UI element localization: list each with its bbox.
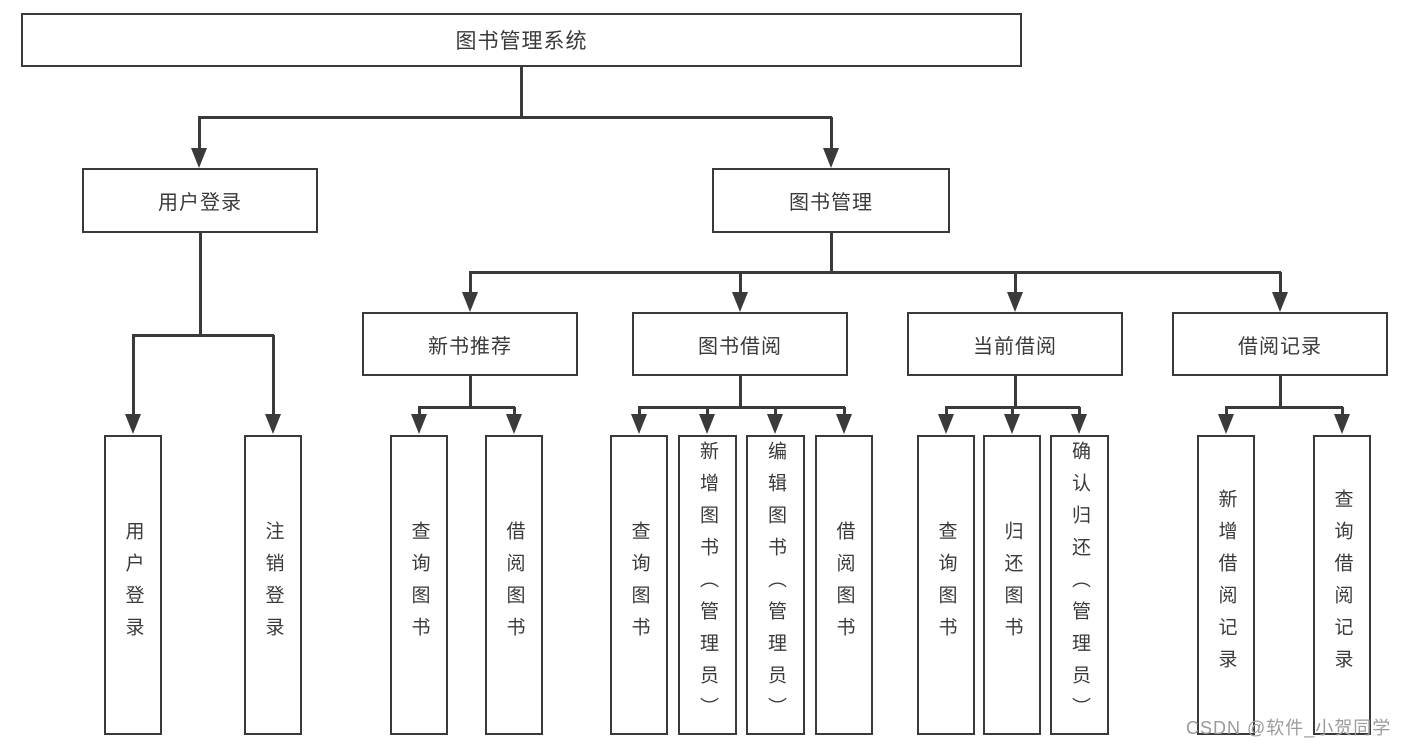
connector-root-rail <box>198 116 832 119</box>
arrow-down-query-borrow-record <box>1341 407 1344 414</box>
arrow-down-query-books-borrowing <box>638 407 641 414</box>
leaf-edit-books-admin-label: 编辑图书（管理员） <box>765 441 786 729</box>
node-book-borrowing-label: 图书借阅 <box>698 335 782 358</box>
leaf-edit-books-admin: 编辑图书（管理员） <box>746 435 805 735</box>
connector-user-login-rail <box>132 334 274 337</box>
arrow-down-edit-books-admin <box>774 407 777 414</box>
arrow-down-borrow-books-recommend <box>513 407 516 414</box>
leaf-add-books-admin: 新增图书（管理员） <box>678 435 737 735</box>
arrow-down-borrowing-records <box>1279 272 1282 292</box>
arrow-down-borrow-books <box>843 407 846 414</box>
leaf-add-borrow-record-label: 新增借阅记录 <box>1215 489 1237 681</box>
leaf-query-books-current: 查询图书 <box>917 435 975 735</box>
arrow-down-add-books-admin <box>706 407 709 414</box>
node-current-borrowing: 当前借阅 <box>907 312 1123 376</box>
leaf-add-borrow-record: 新增借阅记录 <box>1197 435 1255 735</box>
leaf-borrow-books: 借阅图书 <box>815 435 873 735</box>
connector-book-management-rail <box>469 271 1281 274</box>
csdn-watermark: CSDN @软件_小贺同学 <box>1186 718 1392 738</box>
arrow-down-add-borrow-record <box>1225 407 1228 414</box>
leaf-user-login: 用户登录 <box>104 435 162 735</box>
leaf-confirm-return-admin: 确认归还（管理员） <box>1050 435 1109 735</box>
arrow-down-book-management <box>830 117 833 148</box>
arrow-down-confirm-return-admin <box>1078 407 1081 414</box>
leaf-logout-label: 注销登录 <box>262 521 284 649</box>
connector-book-borrowing-stem <box>739 376 742 407</box>
arrow-down-query-books-current <box>945 407 948 414</box>
leaf-return-books: 归还图书 <box>983 435 1041 735</box>
arrow-down-user-login <box>198 117 201 148</box>
leaf-add-books-admin-label: 新增图书（管理员） <box>697 441 718 729</box>
connector-book-borrowing-rail <box>638 406 845 409</box>
node-new-book-recommendation-label: 新书推荐 <box>428 335 512 358</box>
arrow-down-new-book-recommendation <box>469 272 472 292</box>
arrow-down-return-books <box>1011 407 1014 414</box>
leaf-return-books-label: 归还图书 <box>1001 521 1023 649</box>
node-borrowing-records-label: 借阅记录 <box>1238 335 1322 358</box>
connector-borrowing-records-rail <box>1225 406 1343 409</box>
leaf-query-borrow-record: 查询借阅记录 <box>1313 435 1371 735</box>
connector-new-book-rail <box>418 406 515 409</box>
node-user-login: 用户登录 <box>82 168 318 233</box>
arrow-down-leaf-logout <box>272 335 275 414</box>
leaf-logout: 注销登录 <box>244 435 302 735</box>
connector-new-book-stem <box>469 376 472 407</box>
arrow-down-book-borrowing <box>739 272 742 292</box>
arrow-down-current-borrowing <box>1014 272 1017 292</box>
leaf-borrow-books-recommend: 借阅图书 <box>485 435 543 735</box>
leaf-query-borrow-record-label: 查询借阅记录 <box>1331 489 1353 681</box>
leaf-query-books-recommend-label: 查询图书 <box>408 521 430 649</box>
leaf-query-books-borrowing: 查询图书 <box>610 435 668 735</box>
node-current-borrowing-label: 当前借阅 <box>973 335 1057 358</box>
leaf-user-login-label: 用户登录 <box>122 521 144 649</box>
leaf-query-books-borrowing-label: 查询图书 <box>628 521 650 649</box>
node-book-borrowing: 图书借阅 <box>632 312 848 376</box>
leaf-borrow-books-recommend-label: 借阅图书 <box>503 521 525 649</box>
node-root-label: 图书管理系统 <box>455 30 588 53</box>
connector-user-login-stem <box>199 233 202 335</box>
node-user-login-label: 用户登录 <box>158 192 242 214</box>
leaf-confirm-return-admin-label: 确认归还（管理员） <box>1069 441 1090 729</box>
connector-borrowing-records-stem <box>1279 376 1282 407</box>
leaf-query-books-current-label: 查询图书 <box>935 521 957 649</box>
node-borrowing-records: 借阅记录 <box>1172 312 1388 376</box>
leaf-borrow-books-label: 借阅图书 <box>833 521 855 649</box>
connector-root-stem <box>520 67 523 117</box>
arrow-down-query-books-recommend <box>418 407 421 414</box>
arrow-down-leaf-user-login <box>132 335 135 414</box>
leaf-query-books-recommend: 查询图书 <box>390 435 448 735</box>
node-book-management: 图书管理 <box>712 168 950 233</box>
connector-current-borrowing-stem <box>1014 376 1017 407</box>
connector-book-management-stem <box>830 233 833 272</box>
node-book-management-label: 图书管理 <box>789 192 873 214</box>
node-root: 图书管理系统 <box>21 13 1022 67</box>
node-new-book-recommendation: 新书推荐 <box>362 312 578 376</box>
